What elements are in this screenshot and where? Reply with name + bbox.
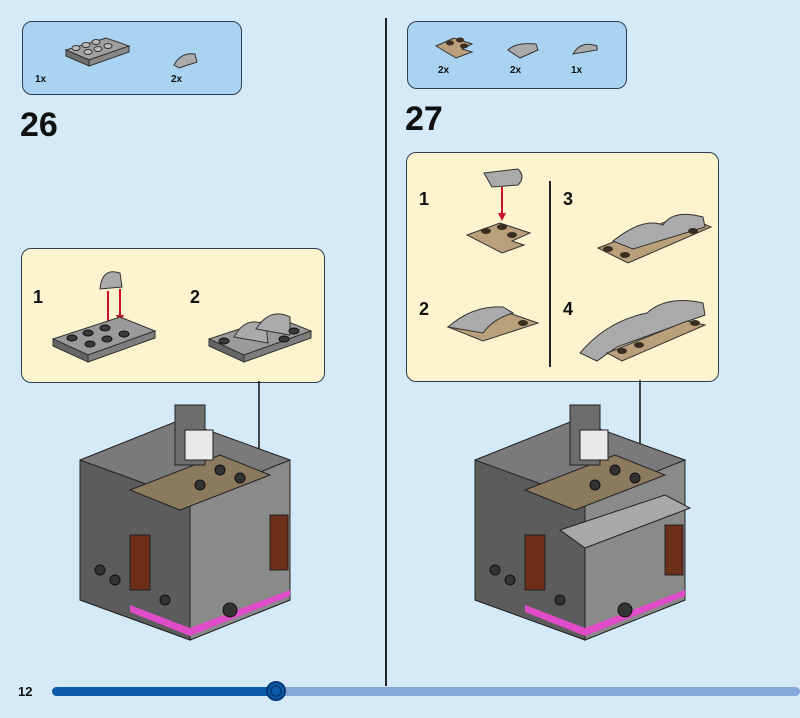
- part-qty: 2x: [510, 65, 522, 76]
- step-number: 26: [20, 106, 58, 144]
- page-number: 12: [18, 684, 33, 699]
- substep-illustration: [465, 168, 532, 254]
- substep-number: 1: [419, 189, 430, 209]
- half-round-tile-icon: [572, 43, 598, 55]
- substep-number: 2: [190, 287, 201, 307]
- progress-bar: [52, 681, 800, 701]
- part-qty: 1x: [571, 65, 583, 76]
- progress-fill: [52, 687, 277, 696]
- substep-illustration: [446, 306, 540, 342]
- part-qty: 1x: [35, 74, 47, 85]
- part-qty: 2x: [171, 74, 183, 85]
- substep-illustration: [579, 300, 707, 362]
- plate-2x4-icon: [64, 37, 131, 67]
- step-number: 27: [405, 100, 443, 138]
- model-illustration-step-27: [474, 404, 692, 641]
- column-divider: [385, 18, 387, 686]
- model-illustration-step-26: [79, 404, 291, 641]
- parts-box-step-26: 1x 2x: [22, 21, 242, 95]
- parts-box-step-27: 2x 2x 1x: [407, 21, 627, 89]
- substep-divider: [549, 181, 551, 367]
- substep-box-step-27: 1 2 3 4: [406, 152, 719, 382]
- substep-illustration: [596, 213, 713, 264]
- substep-box-step-26: 1 2: [21, 248, 325, 383]
- substep-illustration: [51, 271, 157, 363]
- curved-slope-icon: [507, 43, 539, 59]
- progress-knob: [266, 681, 287, 701]
- substep-illustration: [207, 313, 313, 363]
- substep-number: 3: [563, 189, 574, 209]
- substep-number: 4: [563, 299, 574, 319]
- curved-slope-icon: [173, 53, 198, 69]
- substep-number: 1: [33, 287, 44, 307]
- part-qty: 2x: [438, 65, 450, 76]
- substep-number: 2: [419, 299, 430, 319]
- corner-plate-icon: [434, 37, 474, 59]
